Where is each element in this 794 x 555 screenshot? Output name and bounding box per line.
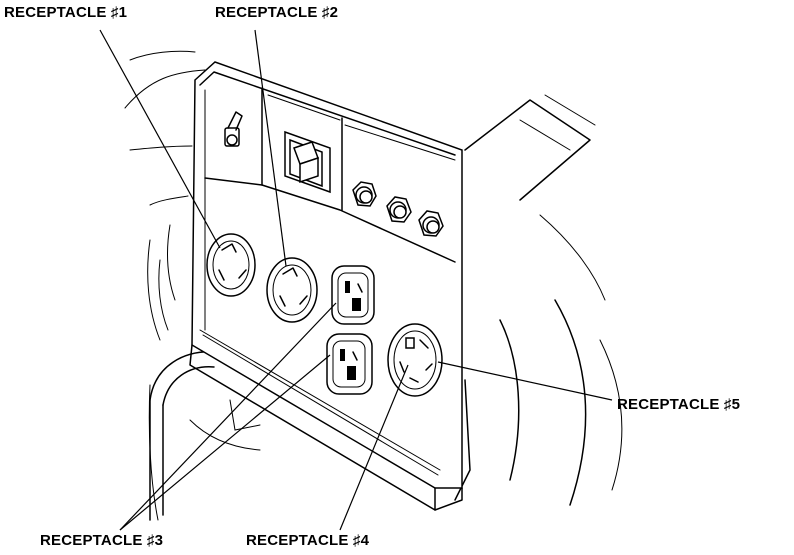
leader-lines: [99, 29, 613, 531]
leader-line-receptacle-2: [254, 29, 287, 267]
knob-icon-2: [386, 196, 412, 223]
label-receptacle-2: RECEPTACLE ♯2: [215, 4, 339, 21]
leader-line-receptacle-3b: [119, 354, 331, 531]
receptacle-4-5-twist-lock-outlet: [387, 323, 443, 397]
receptacle-3-duplex-outlet-lower: [326, 333, 373, 395]
leader-line-receptacle-5: [437, 361, 613, 401]
knob-icon-3: [418, 210, 444, 237]
knob-icon-1: [352, 181, 377, 207]
leader-line-receptacle-4: [339, 364, 409, 531]
receptacle-1-twist-lock-outlet: [206, 233, 256, 297]
toggle-switch-icon: [224, 111, 243, 147]
leader-line-receptacle-1: [99, 29, 221, 249]
label-receptacle-3: RECEPTACLE ♯3: [40, 532, 164, 549]
label-receptacle-1: RECEPTACLE ♯1: [4, 4, 128, 21]
receptacle-3-duplex-outlet-upper: [331, 265, 375, 325]
leader-line-receptacle-3a: [119, 302, 337, 531]
rocker-switch-icon: [284, 130, 331, 194]
label-receptacle-5: RECEPTACLE ♯5: [617, 396, 741, 413]
label-receptacle-4: RECEPTACLE ♯4: [246, 532, 370, 549]
background-housing-lines: [124, 50, 623, 521]
receptacle-2-twist-lock-outlet: [266, 257, 318, 323]
